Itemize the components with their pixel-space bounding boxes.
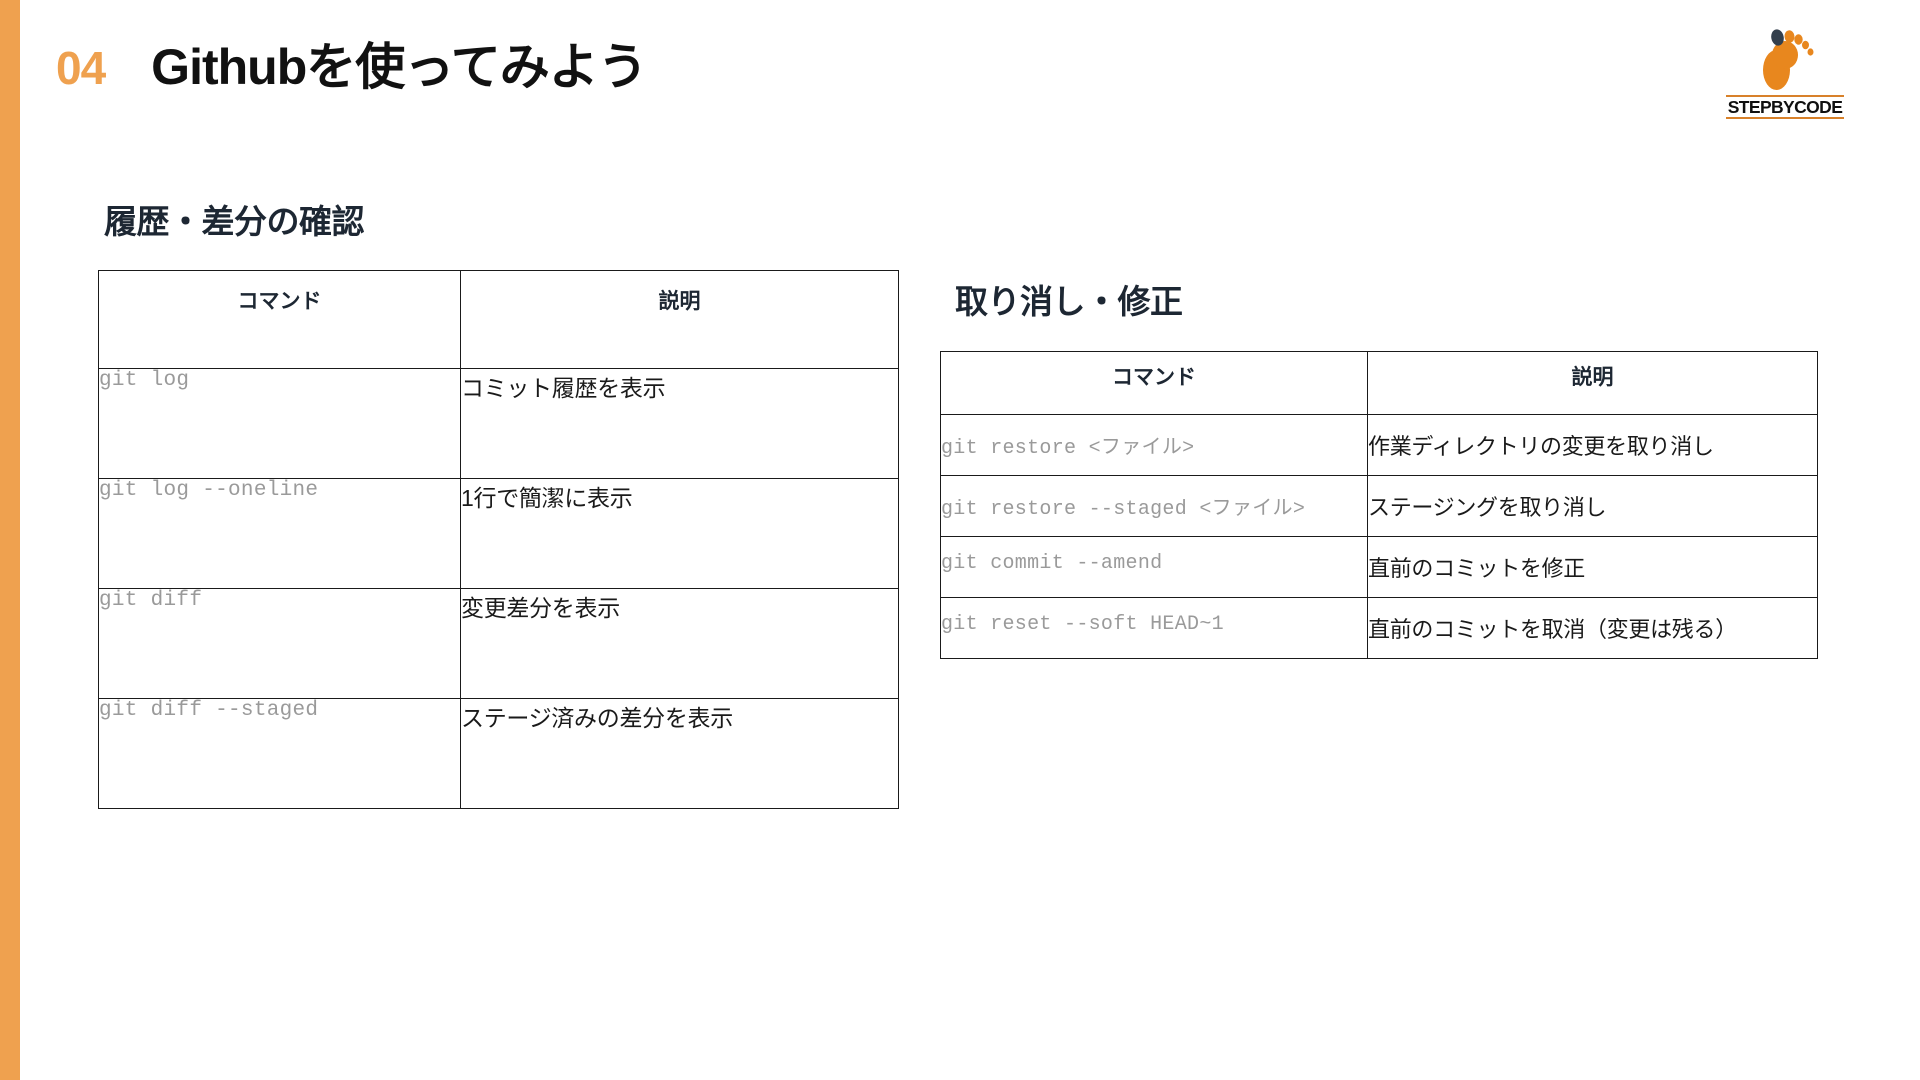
command-cell: git commit --amend (940, 536, 1368, 598)
command-cell: git diff (98, 588, 461, 699)
brand-logo: STEPBYCODE (1725, 25, 1845, 130)
logo-wordmark: STEPBYCODE (1725, 95, 1845, 120)
section-heading-undo: 取り消し・修正 (955, 283, 1183, 320)
slide-header: 04 Githubを使ってみよう (56, 39, 648, 95)
table-row: git restore <ファイル> 作業ディレクトリの変更を取り消し (940, 414, 1818, 476)
table-row: git restore --staged <ファイル> ステージングを取り消し (940, 475, 1818, 537)
table-header-row: コマンド 説明 (940, 351, 1818, 415)
undo-command-table: コマンド 説明 git restore <ファイル> 作業ディレクトリの変更を取… (940, 351, 1818, 659)
table-row: git log --oneline 1行で簡潔に表示 (98, 478, 899, 589)
command-cell: git restore --staged <ファイル> (940, 475, 1368, 537)
column-header-command: コマンド (940, 351, 1368, 415)
command-cell: git diff --staged (98, 698, 461, 809)
left-accent-bar (0, 0, 20, 1080)
column-header-command-label: コマンド (237, 290, 322, 313)
command-cell: git log (98, 368, 461, 479)
command-cell: git reset --soft HEAD~1 (940, 597, 1368, 659)
command-cell: git restore <ファイル> (940, 414, 1368, 476)
history-command-table: コマンド 説明 git log コミット履歴を表示 git log --onel… (98, 270, 899, 809)
table-header-row: コマンド 説明 (98, 270, 899, 369)
table-row: git diff 変更差分を表示 (98, 588, 899, 699)
description-cell: 直前のコミットを取消（変更は残る） (1367, 597, 1818, 659)
section-heading-history: 履歴・差分の確認 (104, 203, 365, 240)
command-cell: git log --oneline (98, 478, 461, 589)
page-title: Githubを使ってみよう (151, 39, 648, 95)
table-row: git diff --staged ステージ済みの差分を表示 (98, 698, 899, 809)
column-header-description: 説明 (460, 270, 899, 369)
table-row: git reset --soft HEAD~1 直前のコミットを取消（変更は残る… (940, 597, 1818, 659)
description-cell: 1行で簡潔に表示 (460, 478, 899, 589)
description-cell: 直前のコミットを修正 (1367, 536, 1818, 598)
column-header-command-label: コマンド (1112, 366, 1196, 389)
column-header-description: 説明 (1367, 351, 1818, 415)
description-cell: コミット履歴を表示 (460, 368, 899, 479)
column-header-command: コマンド (98, 270, 461, 369)
column-header-description-label: 説明 (1571, 366, 1614, 389)
column-header-description-label: 説明 (658, 290, 701, 313)
slide-number: 04 (56, 42, 106, 94)
description-cell: 変更差分を表示 (460, 588, 899, 699)
footprint-icon (1763, 29, 1814, 90)
table-row: git log コミット履歴を表示 (98, 368, 899, 479)
description-cell: 作業ディレクトリの変更を取り消し (1367, 414, 1818, 476)
description-cell: ステージングを取り消し (1367, 475, 1818, 537)
table-row: git commit --amend 直前のコミットを修正 (940, 536, 1818, 598)
description-cell: ステージ済みの差分を表示 (460, 698, 899, 809)
